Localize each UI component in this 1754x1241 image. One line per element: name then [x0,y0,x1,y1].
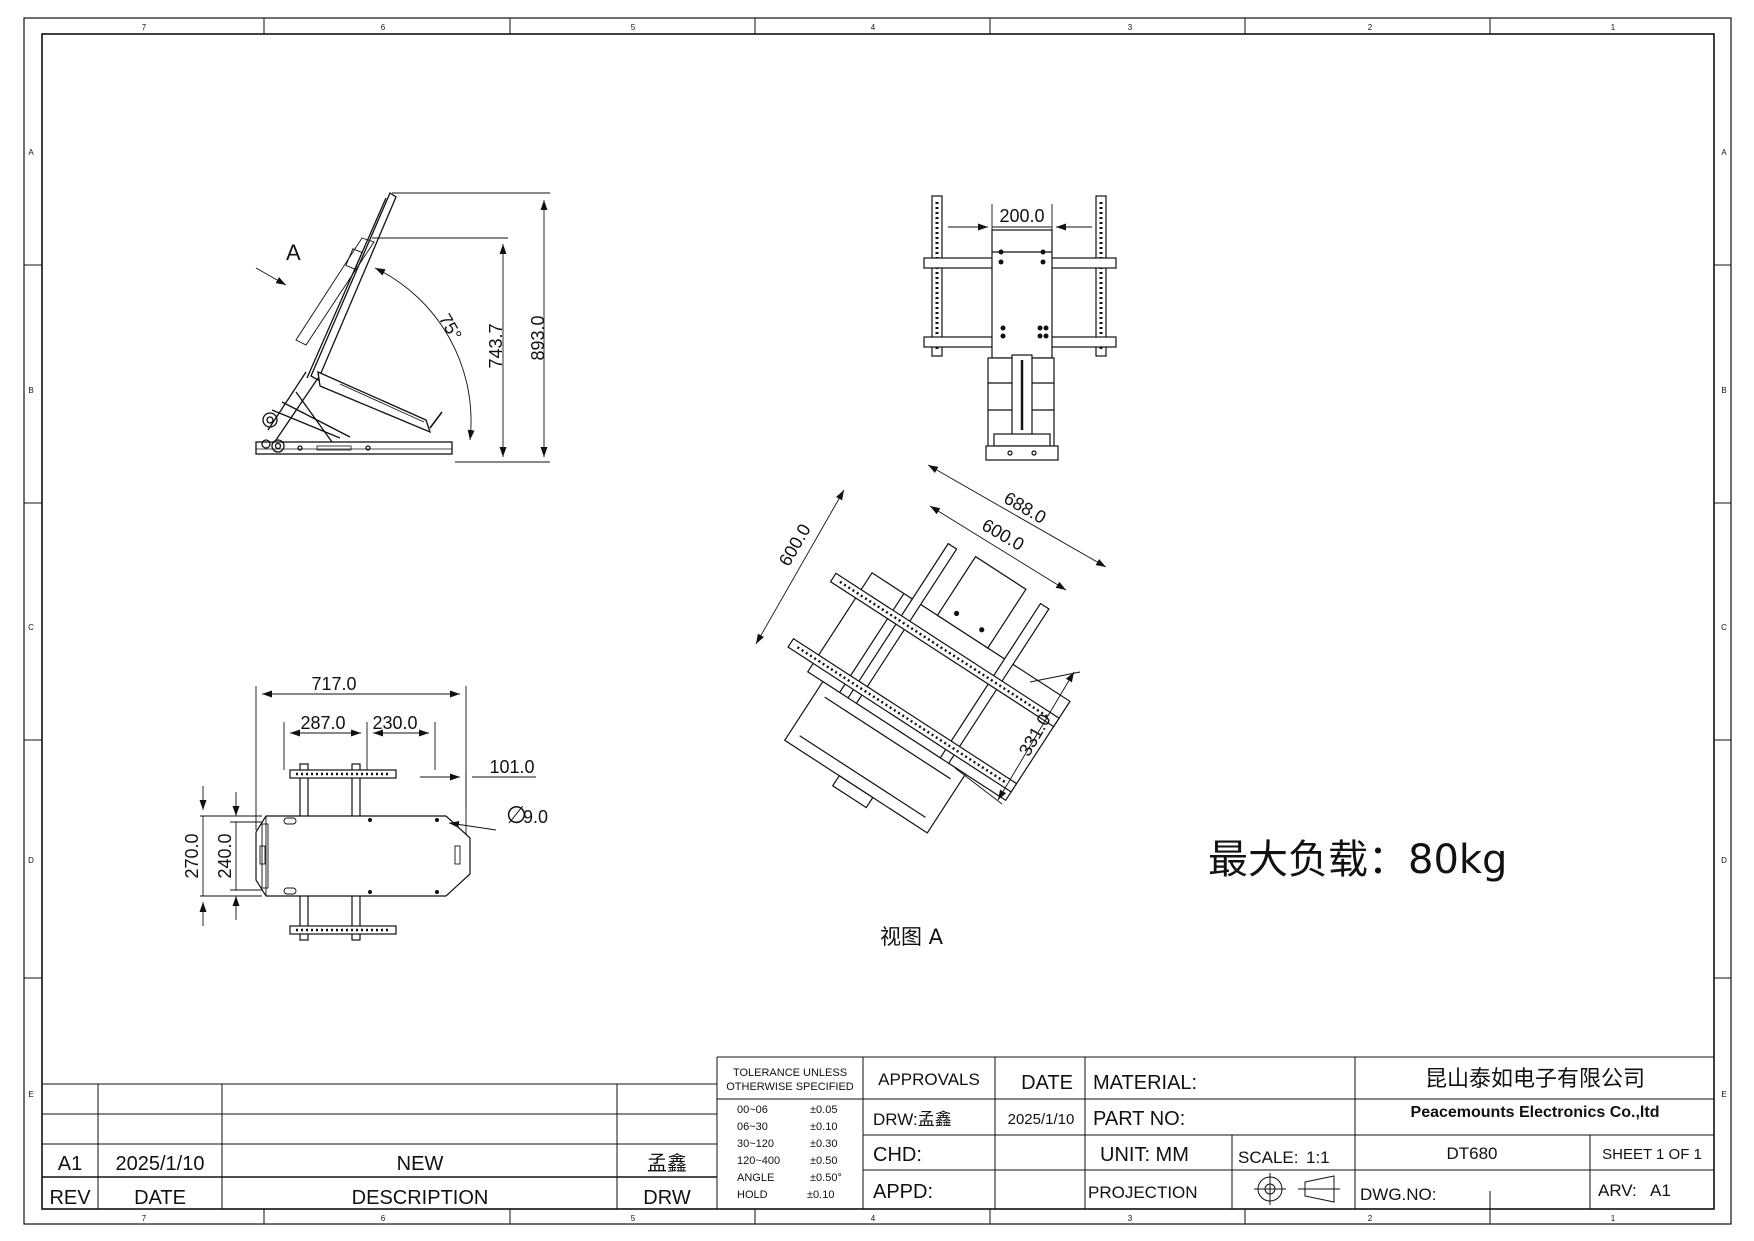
zone-row-label: A [28,148,34,157]
tolerance-range: 06~30 [737,1121,768,1133]
revision-texts: A1 2025/1/10 NEW 孟鑫 REV DATE DESCRIPTION… [49,1152,690,1209]
title-block [716,1056,1714,1209]
view-a-label: 视图 A [880,925,944,949]
rev-description-value: NEW [397,1153,444,1175]
tolerance-range: HOLD [737,1189,768,1201]
sheet-count: SHEET 1 OF 1 [1602,1146,1702,1163]
approvals-label: APPROVALS [878,1070,980,1089]
rev-header: REV [49,1187,91,1209]
dim-893: 893.0 [528,315,548,360]
dim-270: 270.0 [182,833,202,878]
company-name-en: Peacemounts Electronics Co.,ltd [1411,1104,1660,1121]
scale-value: 1:1 [1306,1148,1330,1167]
tolerance-value: ±0.50° [810,1172,842,1184]
zone-col-label: 7 [142,1214,147,1223]
zone-col-label: 2 [1368,23,1373,32]
view-a-arrow-label: A [286,240,301,265]
zone-row-label: E [28,1090,33,1099]
side-view [255,192,453,455]
rev-value: A1 [58,1153,82,1175]
zone-col-label: 6 [381,23,386,32]
zone-row-label: C [28,623,34,632]
dimension-lines [199,192,1107,926]
zone-row-label: C [1721,623,1727,632]
company-name-cn: 昆山泰如电子有限公司 [1425,1066,1645,1091]
drawing-frame [23,17,1732,1225]
drw-header: DRW [643,1187,691,1209]
part-no-label: PART NO: [1093,1108,1185,1130]
tolerance-range: 30~120 [737,1138,774,1150]
dim-hole: 9.0 [523,807,548,827]
zone-col-label: 4 [871,23,876,32]
zone-row-label: B [1721,386,1726,395]
drawn-by: DRW:孟鑫 [873,1110,952,1129]
zone-row-label: E [1721,1090,1726,1099]
zone-col-label: 4 [871,1214,876,1223]
material-label: MATERIAL: [1093,1072,1197,1094]
zone-col-label: 5 [631,23,636,32]
tolerance-value: ±0.05 [810,1104,837,1116]
dwg-no-label: DWG.NO: [1360,1185,1437,1204]
dim-287: 287.0 [300,713,345,733]
zone-labels: 7 6 5 4 3 2 1 7 6 5 4 3 2 1 A B C D E A … [28,23,1727,1223]
date-label: DATE [1021,1072,1073,1094]
zone-col-label: 5 [631,1214,636,1223]
drawn-date: 2025/1/10 [1008,1111,1075,1128]
approved-label: APPD: [873,1181,933,1203]
dim-688: 688.0 [1000,488,1049,528]
arv-label: ARV: [1598,1181,1637,1200]
tolerance-range: ANGLE [737,1172,774,1184]
zone-row-label: D [28,856,34,865]
tolerance-title-1: TOLERANCE UNLESS [733,1067,847,1079]
projection-label: PROJECTION [1088,1183,1198,1202]
dim-angle: 75° [435,310,466,344]
date-header: DATE [134,1187,186,1209]
zone-col-label: 7 [142,23,147,32]
zone-col-label: 6 [381,1214,386,1223]
zone-row-label: A [1721,148,1727,157]
tolerance-range: 00~06 [737,1104,768,1116]
zone-col-label: 3 [1128,1214,1133,1223]
arv-value: A1 [1650,1181,1671,1200]
rev-drw-value: 孟鑫 [647,1152,687,1175]
dim-101: 101.0 [489,757,534,777]
tolerance-value: ±0.30 [810,1138,837,1150]
zone-row-label: B [28,386,33,395]
title-block-texts: TOLERANCE UNLESS OTHERWISE SPECIFIED 00~… [726,1066,1702,1204]
zone-col-label: 2 [1368,1214,1373,1223]
unit-label: UNIT: MM [1100,1144,1189,1166]
plan-view [255,763,471,941]
front-view [923,195,1117,461]
tolerance-value: ±0.50 [810,1155,837,1167]
part-number: DT680 [1446,1144,1497,1163]
zone-col-label: 3 [1128,23,1133,32]
dim-hole-diameter-icon: ∅ [506,802,527,829]
tolerance-range: 120~400 [737,1155,780,1167]
dim-600-a: 600.0 [978,515,1027,555]
dim-240: 240.0 [215,833,235,878]
dim-200: 200.0 [999,206,1044,226]
rev-date-value: 2025/1/10 [116,1153,205,1175]
projection-symbol-icon [1254,1173,1340,1205]
dim-230: 230.0 [372,713,417,733]
tolerance-value: ±0.10 [807,1189,834,1201]
zone-col-label: 1 [1611,23,1616,32]
zone-row-label: D [1721,856,1727,865]
revision-table [42,1083,717,1209]
scale-label: SCALE: [1238,1148,1298,1167]
max-load-label: 最大负载：80kg [1208,837,1507,883]
zone-col-label: 1 [1611,1214,1616,1223]
dim-743: 743.7 [486,323,506,368]
tolerance-value: ±0.10 [810,1121,837,1133]
dim-717: 717.0 [311,674,356,694]
dim-600-b: 600.0 [775,520,815,569]
checked-label: CHD: [873,1144,922,1166]
tolerance-title-2: OTHERWISE SPECIFIED [726,1081,854,1093]
description-header: DESCRIPTION [352,1187,489,1209]
